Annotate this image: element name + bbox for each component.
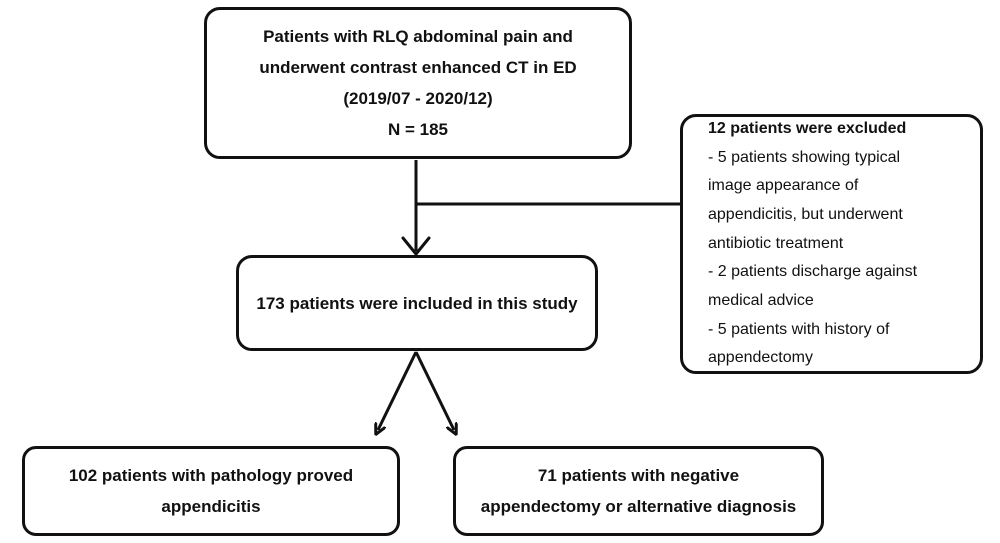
inclusion-box: 173 patients were included in this study [236,255,598,351]
exclusion-line-3: appendicitis, but underwent [708,205,903,223]
enrollment-line-4: N = 185 [387,120,448,139]
exclusion-title: 12 patients were excluded [708,119,907,137]
appendicitis-outcome-box: 102 patients with pathology proved appen… [22,446,400,536]
exclusion-line-4: antibiotic treatment [708,234,844,252]
enrollment-line-1: Patients with RLQ abdominal pain and [263,27,573,46]
negative-line-2: appendectomy or alternative diagnosis [480,497,797,516]
split-arrow-left-line [378,351,418,430]
exclusion-line-2: image appearance of [708,177,859,195]
exclusion-line-8: appendectomy [708,349,813,367]
exclusion-line-1: - 5 patients showing typical [708,148,901,166]
exclusion-line-7: - 5 patients with history of [708,320,890,338]
exclusion-line-6: medical advice [708,292,814,310]
enrollment-line-2: underwent contrast enhanced CT in ED [259,58,577,77]
appendicitis-line-2: appendicitis [161,497,261,516]
inclusion-line-1: 173 patients were included in this study [256,293,578,313]
exclusion-line-5: - 2 patients discharge against [708,263,918,281]
split-arrow-right-line [414,351,454,430]
main-flow-arrowhead [401,236,431,256]
enrollment-box: Patients with RLQ abdominal pain and und… [204,7,632,159]
appendicitis-line-1: 102 patients with pathology proved [68,466,354,485]
negative-outcome-box: 71 patients with negative appendectomy o… [453,446,824,536]
negative-line-1: 71 patients with negative [537,466,740,485]
enrollment-line-3: (2019/07 - 2020/12) [343,89,493,108]
exclusion-box: 12 patients were excluded - 5 patients s… [680,114,983,374]
